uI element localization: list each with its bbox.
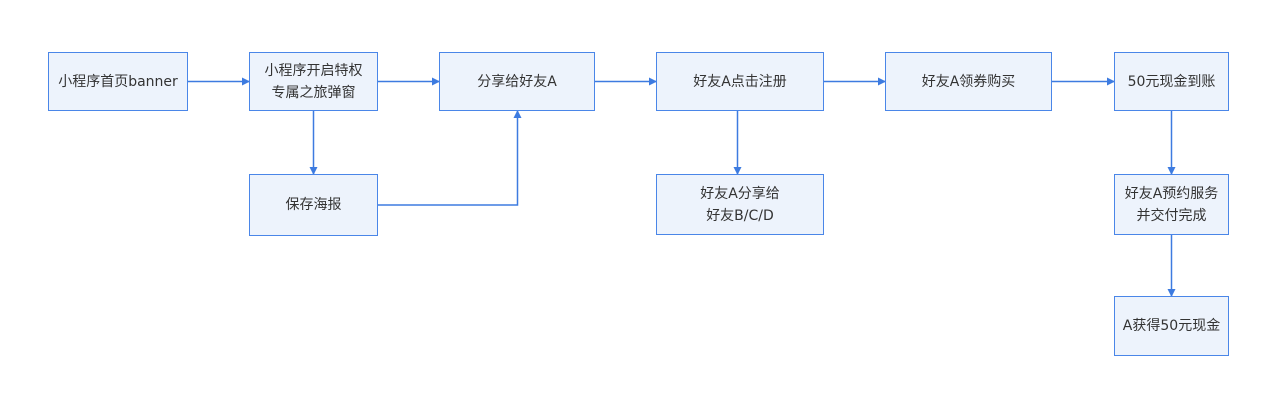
node-label: 50元现金到账 <box>1127 73 1216 90</box>
node-share-to-friend-a: 分享给好友A <box>439 52 595 111</box>
node-friend-a-purchase: 好友A领券购买 <box>885 52 1052 111</box>
node-label: 好友A预约服务 并交付完成 <box>1124 185 1219 224</box>
node-friend-a-register: 好友A点击注册 <box>656 52 824 111</box>
node-homepage-banner: 小程序首页banner <box>48 52 188 111</box>
node-label: A获得50元现金 <box>1122 318 1221 334</box>
node-label: 小程序首页banner <box>58 73 178 90</box>
node-label: 保存海报 <box>285 197 342 213</box>
node-a-reward: A获得50元现金 <box>1114 296 1229 356</box>
node-privilege-popup: 小程序开启特权 专属之旅弹窗 <box>249 52 378 111</box>
node-friend-a-reshare: 好友A分享给 好友B/C/D <box>656 174 824 235</box>
node-service-complete: 好友A预约服务 并交付完成 <box>1114 174 1229 235</box>
arrow-poster-to-share <box>378 110 522 206</box>
node-label: 好友A领券购买 <box>921 73 1016 90</box>
node-label: 好友A点击注册 <box>693 73 787 90</box>
node-save-poster: 保存海报 <box>249 174 378 236</box>
node-cash-arrival: 50元现金到账 <box>1114 52 1229 111</box>
node-label: 好友A分享给 好友B/C/D <box>700 185 780 224</box>
node-label: 小程序开启特权 专属之旅弹窗 <box>264 62 363 101</box>
node-label: 分享给好友A <box>477 73 557 90</box>
